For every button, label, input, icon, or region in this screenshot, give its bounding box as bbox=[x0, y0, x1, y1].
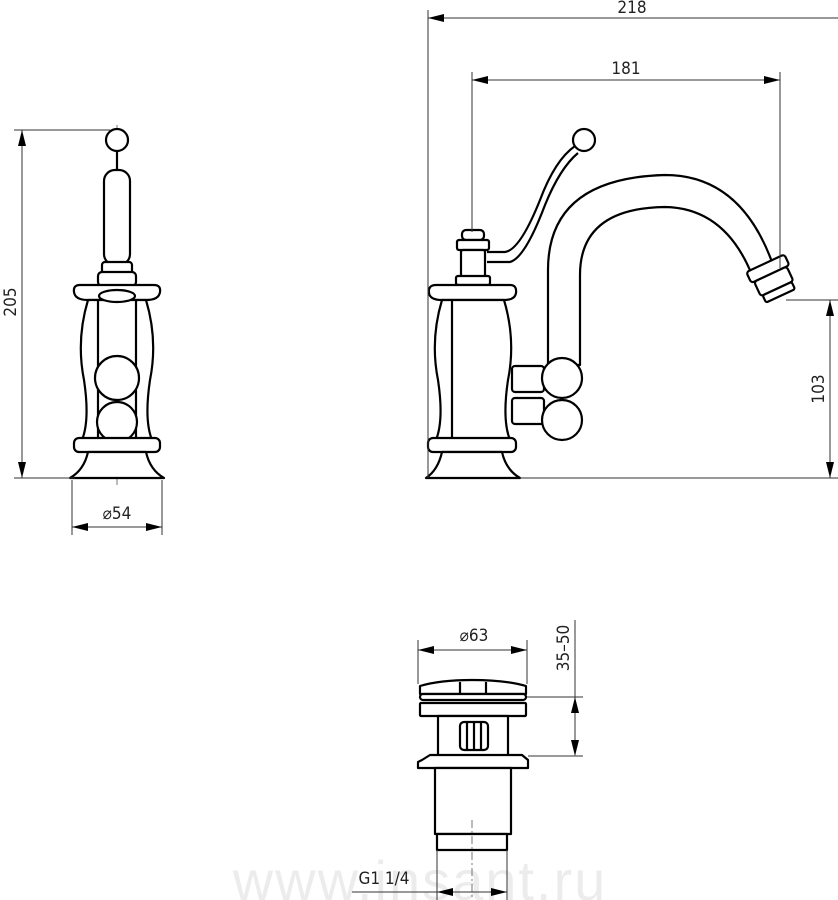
reach-218-label: 218 bbox=[617, 0, 646, 18]
dimension-reach-181: 181 bbox=[471, 59, 781, 268]
height-label: 205 bbox=[1, 287, 21, 316]
drain-valve bbox=[416, 678, 530, 900]
dimension-thickness-35-50: 35–50 bbox=[527, 620, 583, 757]
thickness-range-label: 35–50 bbox=[554, 625, 574, 672]
dimension-thread-g1-1-4: G1 1/4 bbox=[352, 850, 508, 900]
faucet-side-view bbox=[424, 127, 796, 480]
dimension-height-103: 103 bbox=[520, 299, 838, 479]
diameter-63-label: ⌀63 bbox=[460, 626, 489, 646]
height-103-label: 103 bbox=[809, 374, 829, 403]
reach-181-label: 181 bbox=[611, 59, 640, 79]
faucet-front-view bbox=[68, 125, 166, 485]
dimension-height-205: 205 bbox=[1, 129, 110, 479]
dimension-diameter-54: ⌀54 bbox=[71, 480, 163, 535]
dimension-reach-218: 218 bbox=[427, 0, 838, 478]
diameter-54-label: ⌀54 bbox=[103, 504, 132, 524]
dimension-diameter-63: ⌀63 bbox=[417, 626, 528, 684]
thread-label: G1 1/4 bbox=[358, 869, 409, 889]
